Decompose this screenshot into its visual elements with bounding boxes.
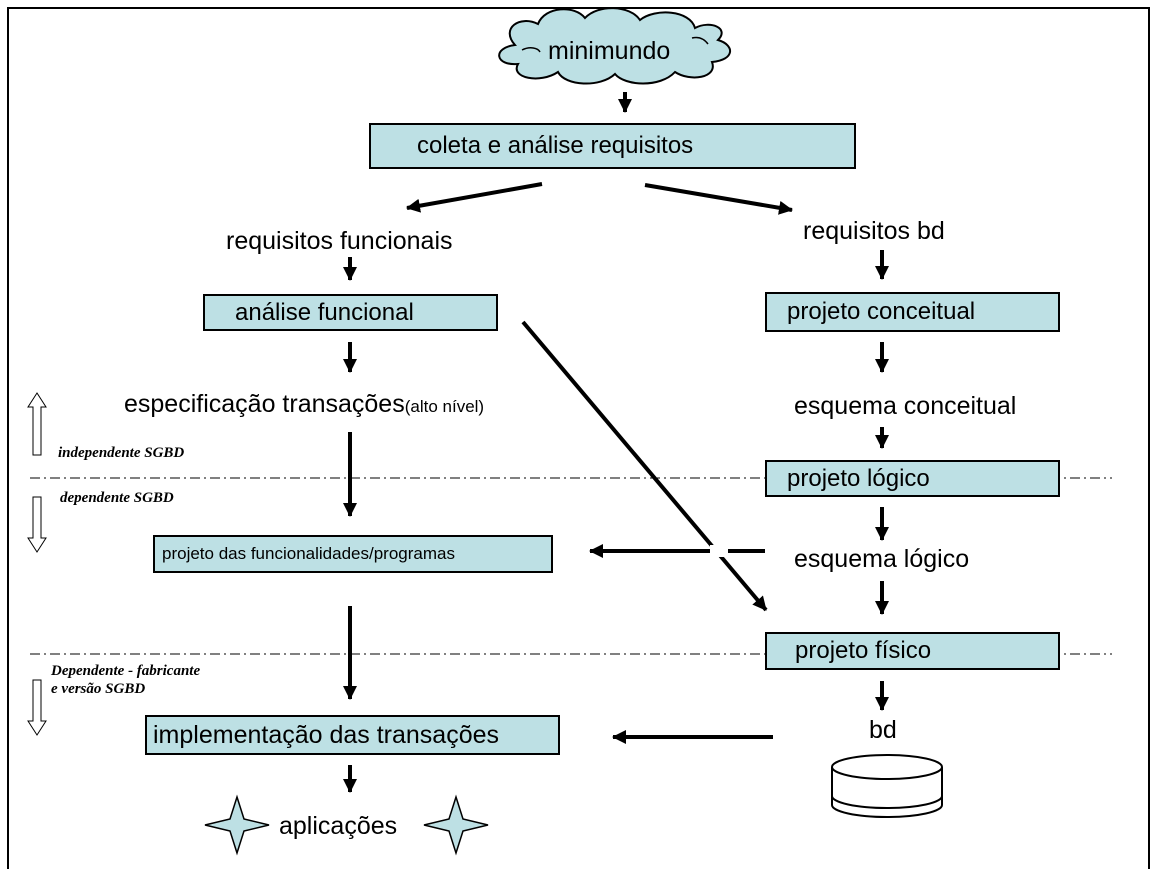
aplicacoes-label: aplicações — [279, 812, 398, 840]
alto-nivel-label: (alto nível) — [404, 397, 485, 416]
requisitos-funcionais-label: requisitos funcionais — [226, 227, 453, 255]
arrow-analise-fisico — [521, 320, 768, 612]
bd-label: bd — [869, 716, 897, 744]
projeto-conceitual-label: projeto conceitual — [787, 298, 976, 325]
dependente-fabricante-line1: Dependente - fabricante — [51, 663, 201, 679]
projeto-fisico-label: projeto físico — [795, 637, 932, 664]
up-hollow-arrow-icon — [27, 392, 47, 456]
projeto-logico-box: projeto lógico — [765, 460, 1060, 497]
especificacao-transacoes-label: especificação transações(alto nível) — [124, 392, 484, 417]
esquema-conceitual-label: esquema conceitual — [794, 392, 1017, 420]
diagram-frame — [7, 7, 1150, 869]
analise-funcional-label: análise funcional — [235, 298, 414, 326]
arrow-coleta-reqfunc — [406, 182, 543, 213]
projeto-funcionalidades-label: projeto das funcionalidades/programas — [162, 544, 455, 563]
coleta-requisitos-label: coleta e análise requisitos — [417, 132, 694, 159]
arrow-gap — [710, 545, 728, 557]
database-cylinder-icon — [831, 754, 943, 818]
star-left-icon — [204, 794, 270, 856]
down-hollow-arrow-icon — [27, 496, 47, 553]
projeto-fisico-box: projeto físico — [765, 632, 1060, 670]
projeto-logico-label: projeto lógico — [787, 464, 930, 492]
esquema-logico-label: esquema lógico — [794, 545, 970, 573]
coleta-requisitos-box: coleta e análise requisitos — [369, 123, 856, 169]
dependente-fabricante-note: Dependente - fabricante e versão SGBD — [51, 662, 200, 698]
independente-sgbd-note: independente SGBD — [58, 445, 185, 461]
dependente-sgbd-note: dependente SGBD — [60, 490, 174, 506]
down-hollow-arrow-icon-2 — [27, 679, 47, 736]
projeto-conceitual-box: projeto conceitual — [765, 292, 1060, 332]
dependente-fabricante-line2: e versão SGBD — [51, 681, 146, 697]
projeto-funcionalidades-box: projeto das funcionalidades/programas — [153, 535, 553, 573]
especificacao-transacoes-text: especificação transações — [124, 390, 405, 418]
minimundo-label: minimundo — [548, 37, 671, 65]
analise-funcional-box: análise funcional — [203, 294, 498, 331]
star-right-icon — [423, 794, 489, 856]
implementacao-transacoes-label: implementação das transações — [153, 720, 500, 749]
cloud-shape — [498, 7, 731, 85]
requisitos-bd-label: requisitos bd — [803, 217, 945, 245]
implementacao-transacoes-box: implementação das transações — [145, 715, 560, 755]
arrow-coleta-reqbd — [644, 183, 793, 215]
